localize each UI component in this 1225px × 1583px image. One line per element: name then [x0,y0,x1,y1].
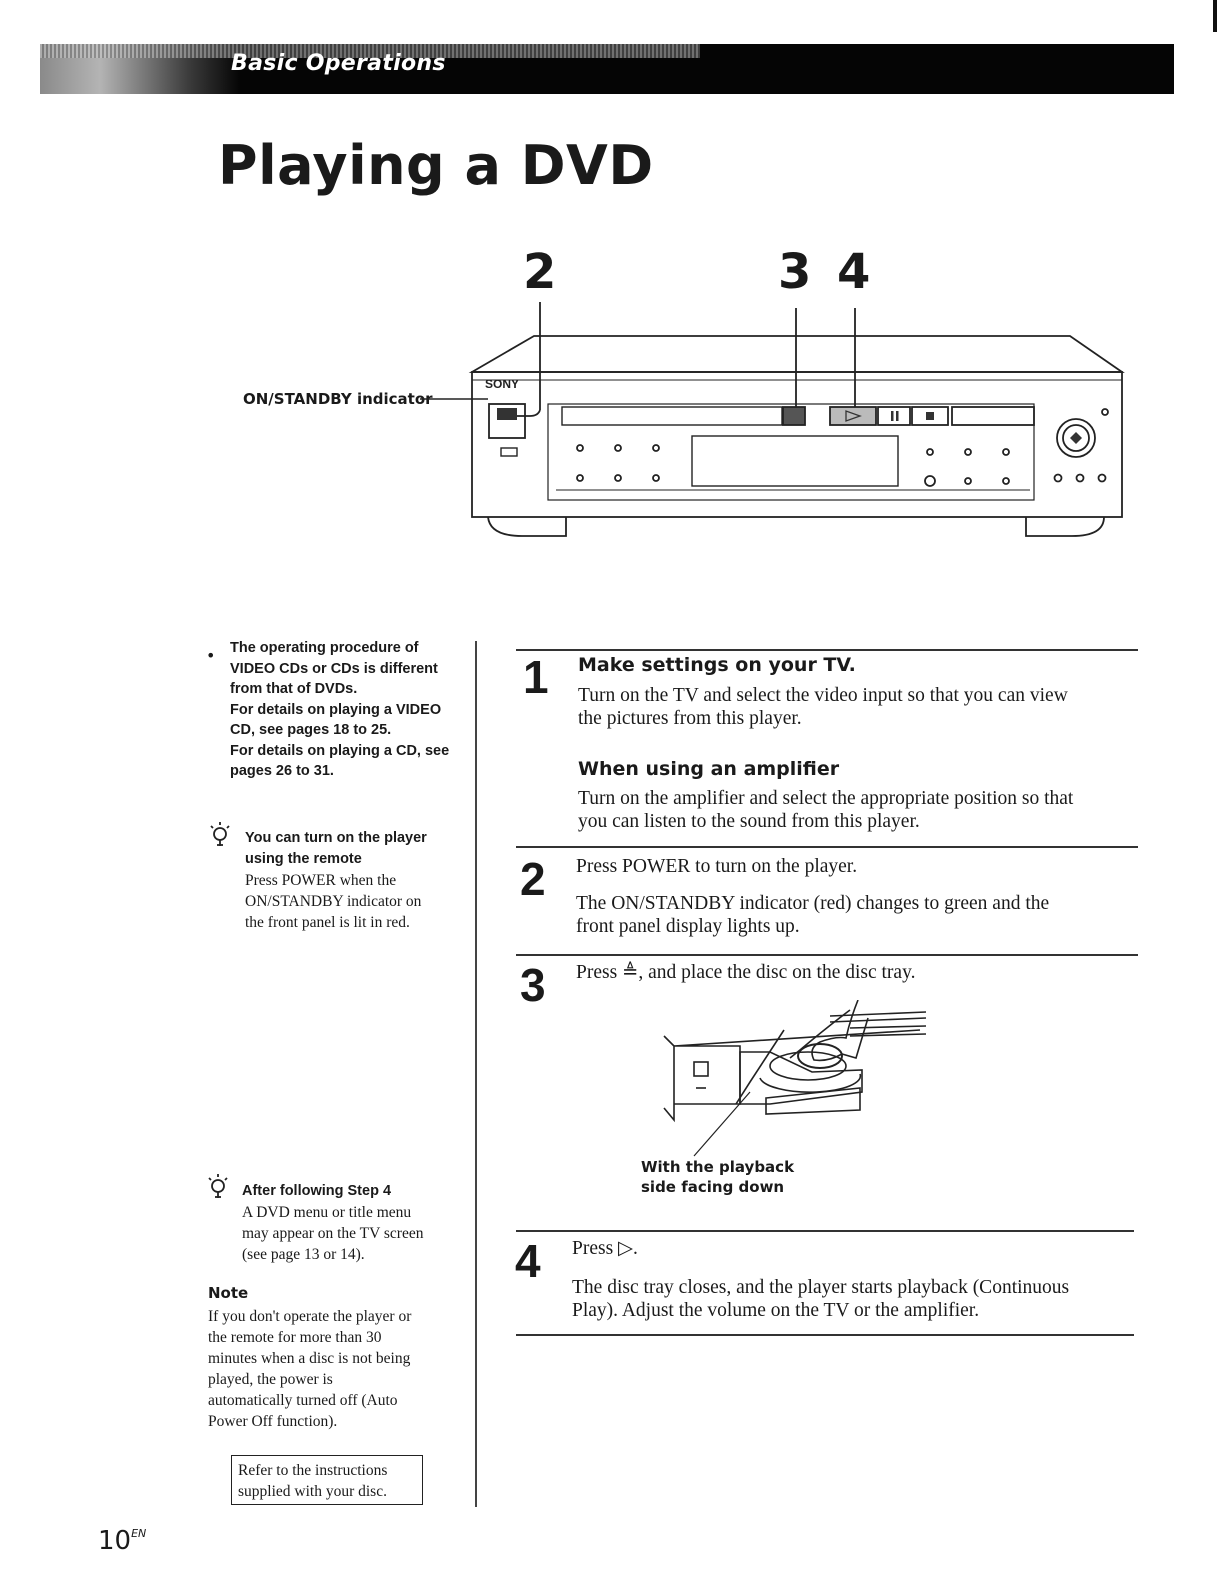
step-2-number: 2 [520,853,546,905]
step-3-line1: Press ≜, and place the disc on the disc … [576,962,916,983]
power-button [488,403,526,439]
skip-buttons [951,406,1035,426]
column-divider [475,641,477,1507]
bullet-dot: • [206,646,216,665]
disc-tray-illustration [663,1000,927,1157]
step-divider [516,1230,1134,1232]
front-display [691,435,899,487]
disc-caption: With the playback side facing down [641,1158,795,1196]
hint-lightbulb-icon [208,1174,228,1198]
right-foot [1025,516,1105,537]
hint-lightbulb-icon [210,822,230,846]
step-4-body: The disc tray closes, and the player sta… [572,1277,1070,1321]
step-1-number: 1 [523,651,549,703]
eject-button [782,406,806,426]
step-4-number: 4 [515,1235,541,1287]
page-number: 10EN [98,1526,147,1556]
step-2-line1: Press POWER to turn on the player. [576,856,858,877]
step-divider [516,846,1138,848]
play-button [829,406,877,426]
left-foot [487,516,567,537]
stop-button [911,406,949,426]
dvd-player-illustration: SONY [420,302,1125,537]
hint2-title: After following Step 4 [242,1183,392,1199]
step-3-number: 3 [520,959,546,1011]
step-2-body: The ON/STANDBY indicator (red) changes t… [576,893,1050,937]
sidebar-bullet-note: The operating procedure of VIDEO CDs or … [230,640,450,779]
step-1-heading: Make settings on your TV. [578,654,856,676]
step-divider [516,1334,1134,1336]
refer-instructions-box: Refer to the instructions supplied with … [231,1455,423,1505]
callout-2: 2 [523,244,557,300]
step-1-sub-body: Turn on the amplifier and select the app… [578,788,1074,832]
section-header-band [40,44,1174,94]
disc-tray-slot [561,406,783,426]
jog-dial [1056,418,1096,458]
player-top [468,335,1125,373]
pause-button [877,406,911,426]
note-body: If you don't operate the player or the r… [208,1308,412,1430]
brand-logo: SONY [485,377,519,391]
onstandby-indicator-label: ON/STANDBY indicator [243,390,433,408]
step-1-body: Turn on the TV and select the video inpu… [578,685,1068,729]
hint1-body: Press POWER when the ON/STANDBY indicato… [245,872,422,931]
player-front [471,371,1123,518]
callout-4: 4 [837,244,871,300]
note-heading: Note [208,1284,249,1302]
section-header-label: Basic Operations [231,51,446,76]
header-dither [40,44,700,58]
step-1-subheading: When using an amplifier [578,758,840,780]
callout-3: 3 [778,244,812,300]
step-4-line1: Press ▷. [572,1238,638,1259]
page-title: Playing a DVD [218,134,654,197]
margin-tab [1213,0,1217,32]
leader-line-2-hook [510,409,541,417]
hint1-title: You can turn on the player using the rem… [245,830,427,867]
hint2-body: A DVD menu or title menu may appear on t… [242,1204,424,1263]
step-divider [516,649,1138,651]
step-divider [516,954,1138,956]
